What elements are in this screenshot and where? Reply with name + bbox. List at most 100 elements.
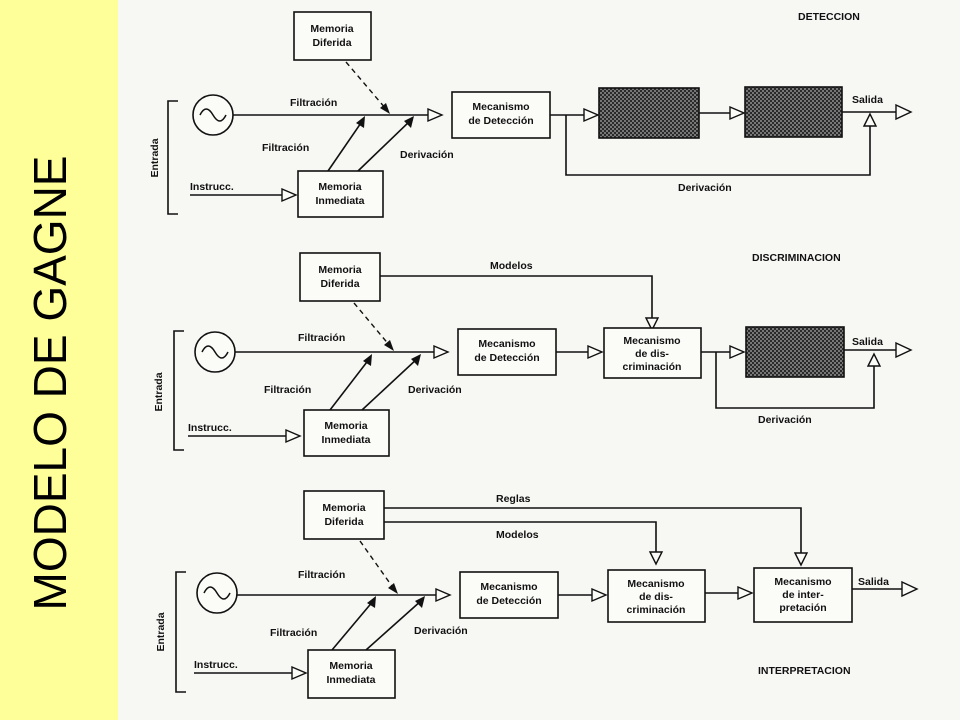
- filtracion-label-top: Filtración: [298, 569, 345, 581]
- arrowhead-icon: [363, 354, 372, 366]
- reglas-label: Reglas: [496, 493, 531, 505]
- arrowhead-icon: [380, 103, 390, 114]
- salida-label: Salida: [852, 336, 883, 348]
- filtracion-diagonal: [331, 599, 375, 651]
- sine-wave-icon: [199, 108, 227, 122]
- mecanismo-discriminacion-label-3: criminación: [623, 361, 682, 373]
- triangle-arrow-icon: [901, 580, 919, 598]
- memoria-diferida-box: [293, 11, 372, 61]
- mode-label: INTERPRETACION: [758, 665, 851, 677]
- mecanismo-deteccion-label-1: Mecanismo: [478, 338, 535, 350]
- sine-wave-icon: [201, 345, 229, 359]
- arrowhead-icon: [411, 354, 421, 366]
- derivacion-loop: [715, 352, 875, 409]
- title-sidebar: MODELO DE GAGNE: [0, 0, 118, 720]
- mecanismo-interpretacion-label-2: de inter-: [782, 589, 824, 601]
- mode-label: DISCRIMINACION: [752, 252, 841, 264]
- salida-label: Salida: [858, 576, 889, 588]
- memoria-inmediata-label-1: Memoria: [324, 420, 367, 432]
- memoria-diferida-label-2: Diferida: [324, 516, 363, 528]
- instrucc-label: Instrucc.: [190, 181, 234, 193]
- mecanismo-deteccion-label-1: Mecanismo: [472, 101, 529, 113]
- triangle-arrow-icon: [433, 344, 450, 360]
- derivacion-loop-label: Derivación: [758, 414, 812, 426]
- memoria-inmediata-label-2: Inmediata: [326, 674, 375, 686]
- modelos-line: [380, 275, 653, 320]
- memoria-inmediata-label-1: Memoria: [329, 660, 372, 672]
- filtracion-label-top: Filtración: [298, 332, 345, 344]
- mecanismo-discriminacion-box: [607, 569, 706, 623]
- memoria-inmediata-label-2: Inmediata: [315, 195, 364, 207]
- mecanismo-discriminacion-label-1: Mecanismo: [627, 578, 684, 590]
- mecanismo-deteccion-label-2: de Detección: [468, 115, 533, 127]
- triangle-arrow-icon: [587, 344, 604, 360]
- mode-label: DETECCION: [798, 11, 860, 23]
- triangle-arrow-icon: [644, 317, 660, 332]
- derivacion-diagonal: [365, 599, 423, 651]
- gagne-diagram: DETECCION Memoria Diferida Entrada Filtr…: [149, 11, 919, 699]
- filtracion-diagonal: [327, 119, 364, 172]
- diferida-dashed-link: [359, 540, 395, 590]
- derivacion-loop: [565, 115, 871, 176]
- mecanismo-deteccion-box: [457, 328, 557, 376]
- mecanismo-discriminacion-label-3: criminación: [627, 604, 686, 616]
- mecanismo-deteccion-label-2: de Detección: [474, 352, 539, 364]
- memoria-inmediata-box: [303, 409, 390, 457]
- triangle-arrow-icon: [281, 187, 298, 203]
- instrucc-label: Instrucc.: [194, 659, 238, 671]
- memoria-diferida-box: [299, 252, 381, 302]
- memoria-inmediata-box: [297, 170, 384, 218]
- mecanismo-discriminacion-label-2: de dis-: [639, 591, 673, 603]
- triangle-arrow-icon: [291, 665, 308, 681]
- triangle-arrow-icon: [648, 551, 664, 566]
- filtracion-label-bottom: Filtración: [262, 142, 309, 154]
- arrowhead-icon: [388, 583, 398, 594]
- derivacion-label-left: Derivación: [408, 384, 462, 396]
- diferida-dashed-link: [353, 302, 391, 347]
- derivacion-label-left: Derivación: [414, 625, 468, 637]
- entrada-label: Entrada: [155, 612, 167, 651]
- triangle-arrow-icon: [793, 552, 809, 567]
- entrada-bracket: [173, 330, 184, 451]
- memoria-diferida-label-1: Memoria: [318, 264, 361, 276]
- sine-wave-icon: [203, 586, 231, 600]
- filtracion-label-bottom: Filtración: [270, 627, 317, 639]
- memoria-diferida-label-1: Memoria: [322, 502, 365, 514]
- diferida-dashed-link: [345, 61, 387, 110]
- arrowhead-icon: [367, 596, 376, 608]
- mecanismo-deteccion-label-1: Mecanismo: [480, 581, 537, 593]
- mecanismo-deteccion-label-2: de Detección: [476, 595, 541, 607]
- memoria-inmediata-box: [307, 649, 396, 699]
- triangle-arrow-icon: [895, 103, 913, 121]
- arrowhead-icon: [356, 116, 365, 128]
- filtracion-label-top: Filtración: [290, 97, 337, 109]
- arrowhead-icon: [415, 596, 425, 608]
- entrada-bracket: [175, 571, 186, 693]
- memoria-diferida-label-2: Diferida: [320, 278, 359, 290]
- triangle-arrow-icon: [427, 107, 444, 123]
- entrada-label: Entrada: [153, 372, 165, 411]
- mecanismo-discriminacion-label-1: Mecanismo: [623, 335, 680, 347]
- modelos-line: [384, 521, 657, 553]
- page-title: MODELO DE GAGNE: [24, 155, 76, 611]
- diagram-scan: DETECCION Memoria Diferida Entrada Filtr…: [118, 0, 960, 720]
- arrowhead-icon: [404, 116, 414, 128]
- hatched-block-2: [744, 86, 843, 138]
- mecanismo-interpretacion-label-1: Mecanismo: [774, 576, 831, 588]
- triangle-arrow-icon: [583, 107, 600, 123]
- panel-interpretacion: Memoria Diferida Reglas Modelos Entrada …: [155, 490, 919, 699]
- panel-discriminacion: DISCRIMINACION Memoria Diferida Modelos …: [153, 252, 913, 457]
- entrada-label: Entrada: [149, 138, 161, 177]
- triangle-arrow-icon: [285, 428, 302, 444]
- mecanismo-discriminacion-box: [603, 327, 702, 379]
- triangle-arrow-icon: [729, 344, 746, 360]
- mecanismo-deteccion-box: [451, 91, 551, 139]
- mecanismo-interpretacion-label-3: pretación: [779, 602, 826, 614]
- memoria-diferida-box: [303, 490, 385, 540]
- modelos-label: Modelos: [490, 260, 533, 272]
- derivacion-diagonal: [361, 357, 419, 411]
- entrada-bracket: [167, 100, 178, 215]
- derivacion-loop-label: Derivación: [678, 182, 732, 194]
- modelos-label: Modelos: [496, 529, 539, 541]
- derivacion-diagonal: [357, 119, 412, 172]
